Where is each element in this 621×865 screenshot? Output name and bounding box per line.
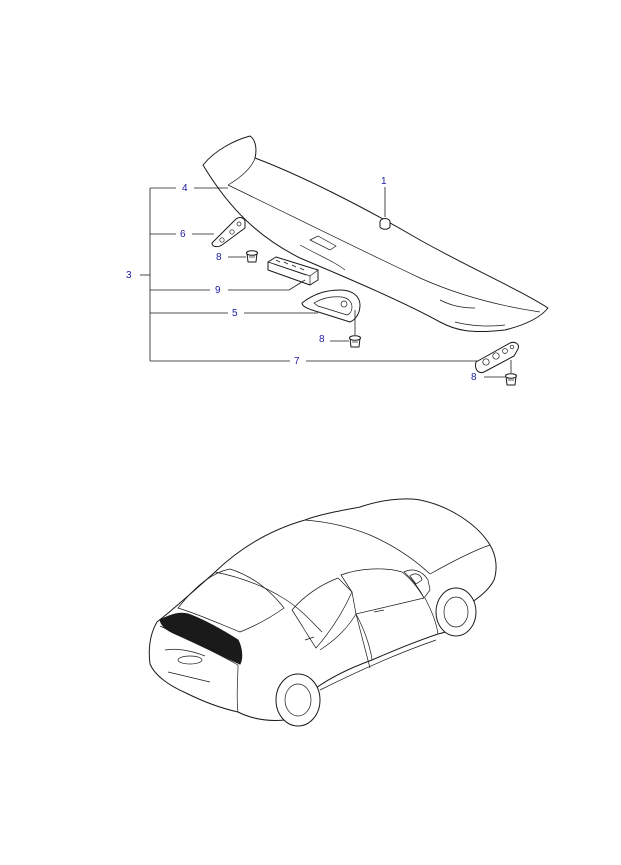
gasket-part-5 [301,289,361,323]
car-location-view [148,498,497,727]
callout-8c: 8 [471,372,477,383]
clip-part-8b [349,335,361,348]
spoiler-highlight [159,612,243,665]
grommet-part-1 [379,218,391,230]
bracket-part-6 [211,217,246,248]
stop-lamp-part-9 [267,256,319,286]
rear-spoiler [202,135,549,333]
callout-8a: 8 [216,252,222,263]
assembly-bracket-3 [140,187,478,362]
callout-3: 3 [126,270,132,281]
leader-9b [288,279,306,291]
clip-part-8c [505,373,517,386]
callout-6: 6 [180,229,186,240]
callout-4: 4 [182,183,188,194]
clip-part-8a [246,250,258,263]
callout-8b: 8 [319,334,325,345]
callout-9: 9 [215,285,221,296]
callout-1: 1 [381,176,387,187]
callout-5: 5 [232,308,238,319]
bracket-part-7 [475,341,519,373]
callout-7: 7 [294,356,300,367]
